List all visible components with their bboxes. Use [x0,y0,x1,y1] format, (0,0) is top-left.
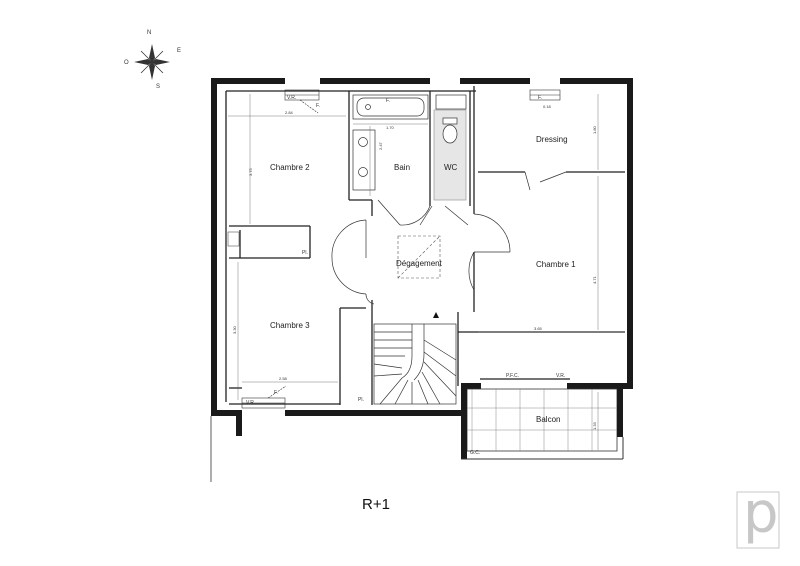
annotation-vr-chambre3: V.R. [246,400,255,406]
heater-unit [227,231,240,247]
dim-chambre1-depth: 4.71 [592,275,597,284]
annotation-f-chambre3: F. [274,390,278,396]
staircase [373,323,457,405]
interior-walls [225,86,625,405]
compass-west-label: O [124,60,129,66]
dim-balcon-depth: 1.33 [592,421,597,430]
dim-chambre2-depth: 3.75 [248,167,253,176]
dim-dressing-width: 0.18 [543,104,552,109]
annotation-f-chambre2: F. [316,103,320,109]
balcony [461,388,624,460]
compass-south-label: S [156,84,160,90]
logo-letter: p [743,481,779,546]
room-label-chambre-1: Chambre 1 [536,260,576,269]
dim-bain-depth: 2.47 [378,141,383,150]
annotation-gc: G.C. [470,450,480,456]
room-label-wc: WC [444,163,458,172]
window-marks [241,89,561,409]
annotation-pl-chambre2: Pl. [302,250,308,256]
annotation-pfc: P.F.C. [506,373,519,379]
dim-bain-width: 1.70 [386,125,395,130]
dim-dressing-depth: 1.80 [592,125,597,134]
room-label-dressing: Dressing [536,135,568,144]
dimension-lines [228,94,625,450]
annotation-pl-chambre3: Pl. [358,397,364,403]
annotation-vr-chambre2: V.R. [287,95,296,101]
brand-logo: p [736,481,780,549]
room-label-balcon: Balcon [536,415,560,424]
dim-chambre3-depth: 3.30 [232,325,237,334]
room-label-chambre-3: Chambre 3 [270,321,310,330]
dim-chambre1-width: 3.65 [534,326,543,331]
annotation-f-dressing: F. [538,95,542,101]
dim-chambre3-width: 2.58 [279,376,288,381]
door-swings [331,171,567,305]
bathroom-fixtures [352,94,467,201]
exterior-walls [211,78,633,436]
roof-hatch [397,235,441,279]
dim-chambre2-width: 2.84 [285,110,294,115]
level-label: R+1 [362,496,390,513]
room-label-bain: Bain [394,163,410,172]
stair-direction-arrow-icon [433,312,439,318]
annotation-vr-balcon: V.R. [556,373,565,379]
compass-rose-icon [134,44,170,80]
compass-east-label: E [177,48,181,54]
annotation-f-bain: F. [386,98,390,104]
room-label-degagement: Dégagement [396,259,443,268]
compass-north-label: N [147,30,151,36]
room-label-chambre-2: Chambre 2 [270,163,310,172]
